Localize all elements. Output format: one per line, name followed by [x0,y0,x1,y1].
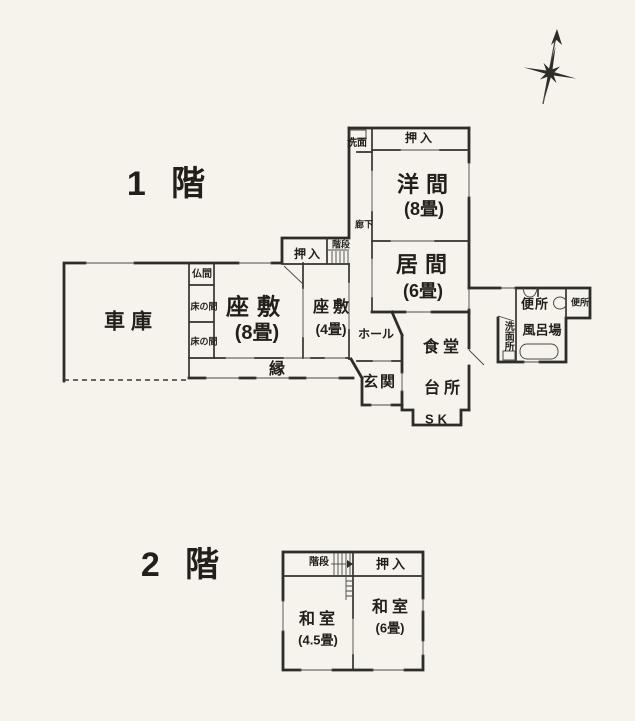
urinal-icon [522,287,538,298]
room-label-closet-2f: 押入 [375,556,409,572]
room-label-kitchen: 台所 [423,380,465,397]
door-swing-lines [283,265,515,366]
room-label-tokonoma-upper: 床の間 [190,301,218,312]
room-label-washroom: 洗面所 [502,321,514,351]
washing-machine-icon [502,350,516,361]
room-label-hall: ホール [357,327,395,341]
room-label-toilet-left: 便所 [520,296,550,312]
room-label-bathroom: 風呂場 [522,322,562,338]
room-label-entrance: 玄関 [362,373,398,391]
bathtub-icon [519,343,559,360]
sink-icon [349,129,367,140]
room-label-washitsu45: 和室 [298,611,340,628]
room-label-closet-mid: 押入 [293,247,323,261]
room-label-zashiki4: 座敷 [312,299,354,316]
stairs-hatch-1f [331,251,349,263]
room-label-corridor: 廊下 [354,219,374,230]
room-size-zashiki8: (8畳) [234,322,280,344]
room-label-engawa: 縁 [268,361,286,378]
room-label-garage: 車庫 [104,310,158,334]
room-label-closet-top: 押入 [404,131,436,145]
floor1-fixtures [349,129,567,361]
room-size-washitsu6: (6畳) [375,620,405,636]
toilet-icon [553,296,567,310]
room-size-western-room: (8畳) [404,199,444,219]
stairs-direction-arrow-icon [331,560,353,568]
room-label-toilet-right: 便所 [570,297,590,308]
room-label-zashiki8: 座敷 [226,293,288,320]
room-label-western-room: 洋間 [396,172,456,197]
room-label-stairs-2f: 階段 [309,557,329,568]
floor2-title: 2 階 [140,546,228,584]
room-label-dining: 食堂 [422,339,464,356]
floor2-walls [281,550,425,672]
room-label-washitsu6: 和室 [371,599,413,616]
room-label-butsuma: 仏間 [192,269,212,280]
room-label-tokonoma-lower: 床の間 [190,336,218,347]
room-label-stairs-1f: 階段 [331,239,351,250]
room-label-living-room: 居間 [395,252,455,277]
room-size-living-room: (6畳) [403,281,443,301]
room-label-washbasin: 洗面 [347,138,367,149]
room-label-sk: SK [424,411,452,427]
floor1-title: 1 階 [126,165,214,203]
room-size-washitsu45: (4.5畳) [298,632,338,648]
room-size-zashiki4: (4畳) [315,321,347,337]
north-compass-icon [523,29,577,105]
floor1-walls [62,126,592,427]
